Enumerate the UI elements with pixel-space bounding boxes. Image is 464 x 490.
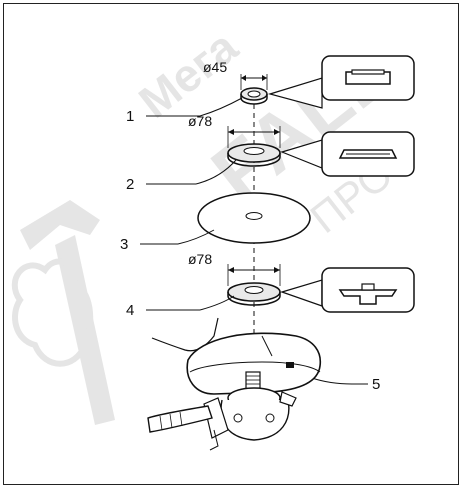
callout-3: 3 bbox=[120, 229, 215, 253]
callout-1: 1 bbox=[126, 97, 243, 125]
dimension-lower-flange: ø78 bbox=[188, 251, 281, 286]
spindle bbox=[245, 371, 261, 391]
grinding-wheel bbox=[197, 192, 311, 244]
angle-grinder bbox=[147, 317, 322, 451]
dimension-inner-flange: ø45 bbox=[203, 59, 268, 90]
nut-detail-icon bbox=[345, 69, 391, 85]
callout-3-number: 3 bbox=[120, 236, 128, 253]
diagram-frame bbox=[3, 3, 459, 485]
watermark-text-top: Мега bbox=[129, 20, 247, 128]
bottom-flange-detail-icon bbox=[338, 283, 398, 305]
lower-flange bbox=[227, 282, 281, 306]
callout-4: 4 bbox=[126, 295, 235, 319]
flange-detail-icon bbox=[338, 149, 398, 159]
callout-2-number: 2 bbox=[126, 176, 134, 193]
detail-box-nut bbox=[267, 55, 415, 109]
outer-flange bbox=[227, 143, 281, 167]
dimension-outer-flange: ø78 bbox=[188, 113, 281, 148]
callout-5-number: 5 bbox=[372, 376, 380, 393]
callout-1-number: 1 bbox=[126, 108, 134, 125]
detail-box-flange bbox=[280, 131, 415, 177]
clamp-nut bbox=[240, 87, 268, 105]
side-handle bbox=[147, 405, 213, 433]
detail-box-bottom-flange bbox=[280, 267, 415, 313]
callout-5: 5 bbox=[311, 376, 380, 393]
callout-4-number: 4 bbox=[126, 302, 134, 319]
dimension-outer-flange-label: ø78 bbox=[188, 113, 212, 129]
callout-2: 2 bbox=[126, 159, 237, 193]
dimension-lower-flange-label: ø78 bbox=[188, 251, 212, 267]
hammer-thumb-watermark-icon bbox=[11, 200, 115, 425]
dimension-inner-flange-label: ø45 bbox=[203, 59, 227, 75]
wheel-guard bbox=[186, 332, 322, 395]
